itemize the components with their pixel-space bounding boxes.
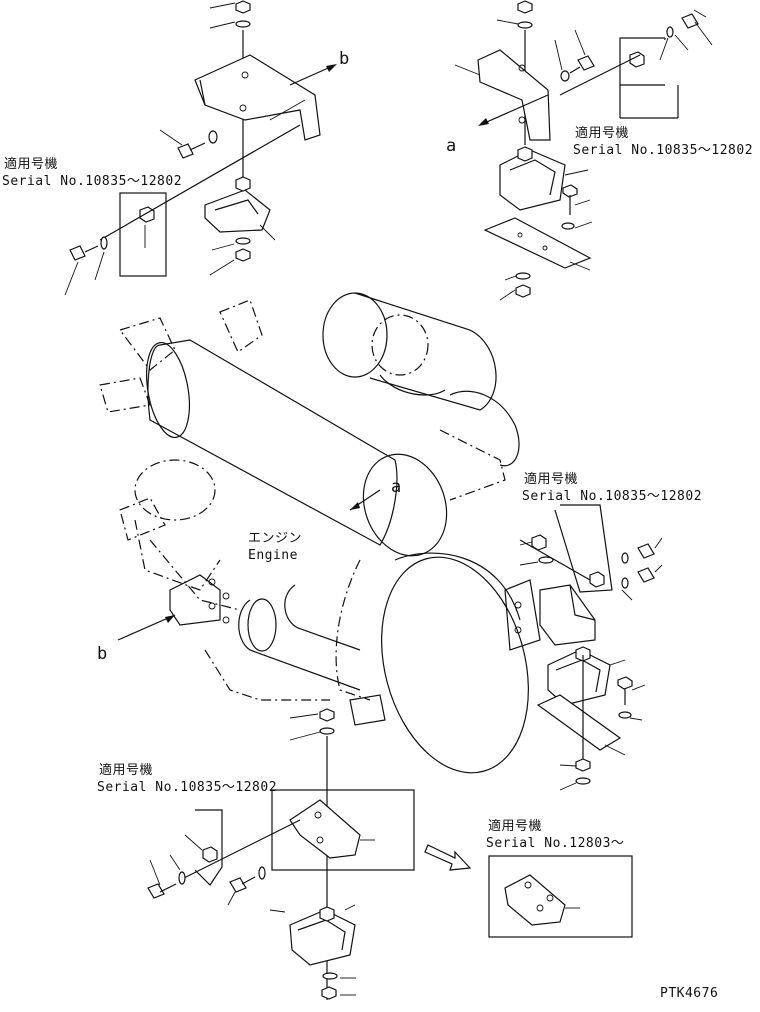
marker-b-engine: b (97, 644, 108, 664)
engine-label-jp: エンジン (248, 531, 303, 546)
bottom-mount-assembly (147, 708, 415, 1000)
callout-serial: Serial No.10835～12802 (573, 143, 754, 158)
marker-a-engine: a (391, 477, 402, 497)
engine-label-en: Engine (248, 548, 298, 563)
callout-title: 適用号機 (4, 157, 59, 172)
callout-serial: Serial No.10835～12802 (97, 780, 278, 795)
new-bracket-callout (424, 844, 633, 938)
callout-serial: Serial No.10835～12802 (522, 489, 703, 504)
engine-drawing (99, 292, 541, 774)
marker-a-top: a (446, 136, 457, 156)
callout-title: 適用号機 (99, 763, 154, 778)
top-right-mount-assembly (454, 0, 713, 301)
top-left-mount-assembly (64, 0, 337, 296)
callout-serial: Serial No.10835～12802 (2, 174, 183, 189)
marker-b-top: b (339, 49, 350, 69)
figure-code: PTK4676 (660, 986, 719, 1001)
callout-serial: Serial No.12803～ (486, 836, 625, 851)
callout-title: 適用号機 (575, 126, 630, 141)
callout-title: 適用号機 (524, 472, 579, 487)
callout-title: 適用号機 (488, 819, 543, 834)
mid-right-mount-assembly (519, 504, 663, 791)
